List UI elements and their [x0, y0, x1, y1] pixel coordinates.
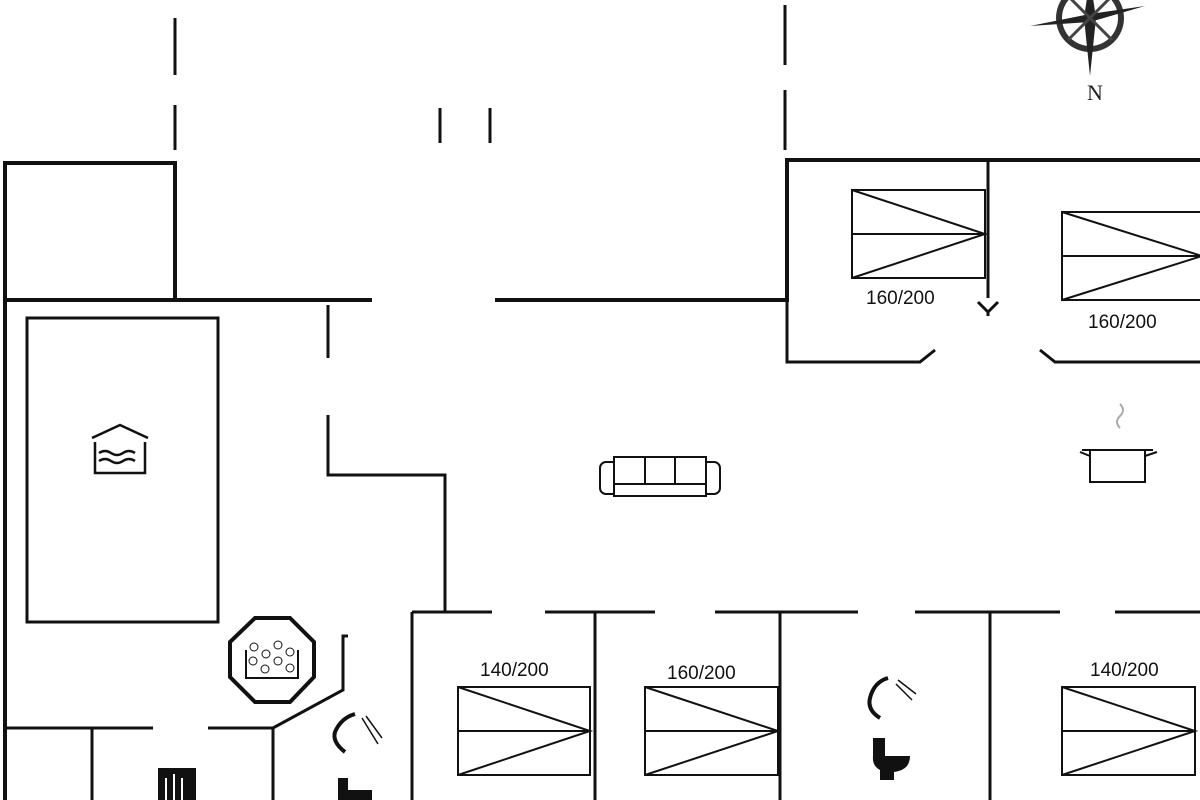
compass-north-label: N	[1087, 80, 1103, 105]
toilet-icon	[872, 738, 910, 780]
sauna-icon	[158, 768, 196, 800]
bed	[851, 189, 989, 279]
shower-icon	[332, 712, 383, 754]
bed-size-label: 160/200	[667, 663, 736, 684]
bed-icons	[457, 189, 1200, 776]
kitchen-pot-icon	[1079, 403, 1158, 483]
bed-size-label: 140/200	[480, 660, 549, 681]
bed	[457, 686, 594, 776]
bed	[644, 686, 782, 776]
door-marker-icon	[976, 300, 1000, 316]
bed-size-label: 160/200	[866, 288, 935, 309]
shower-icon	[867, 676, 917, 720]
pool	[25, 316, 220, 624]
bed-size-label: 140/200	[1090, 660, 1159, 681]
bed-size-label: 160/200	[1088, 312, 1157, 333]
compass-rose-icon	[1030, 0, 1145, 76]
bed	[1061, 211, 1200, 301]
bed	[1061, 686, 1199, 776]
hot-tub-icon	[228, 616, 316, 704]
pool-icon	[91, 423, 149, 475]
toilet-icon	[338, 778, 372, 800]
sofa-icon	[599, 456, 721, 497]
walls	[3, 5, 1200, 800]
